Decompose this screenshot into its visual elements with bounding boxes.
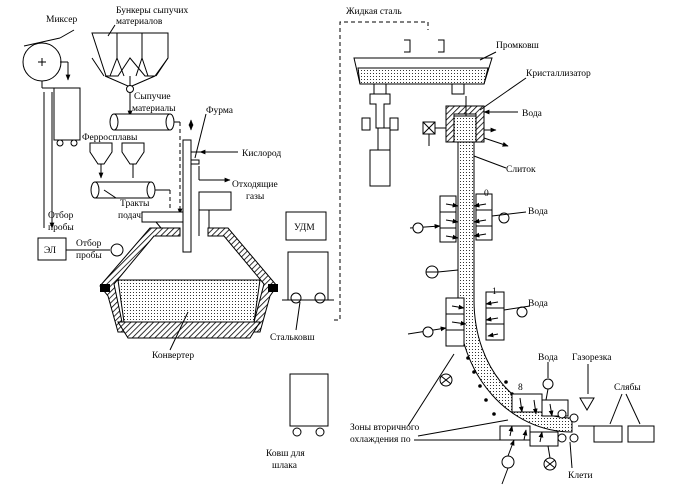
label-bulk-2: материалы	[132, 104, 176, 114]
converter-vessel	[99, 227, 278, 339]
label-liquid-steel: Жидкая сталь	[346, 7, 402, 17]
upper-conveyor	[109, 113, 183, 215]
steel-ladle-car	[282, 251, 334, 304]
label-one: 1	[492, 287, 497, 297]
label-tundish: Промковш	[496, 41, 540, 51]
bulk-bunkers	[91, 32, 169, 117]
gas-cutter	[578, 397, 595, 427]
label-el: ЭЛ	[44, 246, 57, 256]
lower-conveyor	[90, 181, 171, 208]
label-gas-cutter: Газорезка	[572, 353, 612, 363]
cooling-zone-8	[499, 378, 569, 485]
cutter-arrow-icon	[579, 397, 595, 411]
label-secondary-1: Зоны вторичного	[350, 423, 419, 433]
el-box	[37, 237, 67, 261]
stopper-mechanism	[361, 93, 399, 187]
label-stands: Клети	[568, 471, 593, 481]
label-secondary-2: охлаждения по	[350, 435, 411, 445]
label-sample-2-b: пробы	[76, 250, 102, 261]
label-eight: 8	[518, 383, 523, 393]
label-ferroalloys: Ферросплавы	[82, 133, 138, 143]
label-converter: Конвертер	[152, 351, 194, 361]
label-water-3: Вода	[528, 299, 549, 309]
sampler-icon	[110, 243, 124, 257]
label-oxygen: Кислород	[242, 149, 281, 159]
label-slag-ladles-2: шлака	[272, 461, 298, 471]
ferroalloy-ladle	[43, 87, 81, 229]
label-offgas-1: Отходящие	[232, 180, 278, 190]
label-feed-2: подачи	[118, 211, 146, 221]
label-bunkers-1: Бункеры сыпучих	[116, 6, 188, 16]
liquid-steel-route	[334, 21, 429, 321]
slab-2	[627, 425, 655, 443]
label-lance: Фурма	[206, 106, 234, 116]
feed-trough	[141, 211, 187, 223]
label-zero: 0	[484, 189, 489, 199]
oxygen-lance	[182, 119, 238, 253]
mixer	[22, 29, 75, 89]
slag-ladle-car	[289, 373, 329, 437]
udm-box	[285, 211, 327, 241]
cooling-zone-1	[407, 291, 531, 347]
label-crystallizer: Кристаллизатор	[526, 69, 591, 79]
label-feed-1: Тракты	[120, 199, 150, 209]
label-offgas-2: газы	[246, 192, 265, 202]
slab-1	[593, 425, 623, 443]
label-bulk-1: Сыпучие	[134, 92, 171, 102]
ferroalloy-hopper	[89, 142, 145, 179]
crystallizer	[422, 96, 518, 147]
label-udm: УДМ	[294, 223, 315, 233]
label-slabs: Слябы	[614, 382, 641, 393]
cooling-zone-0	[409, 193, 527, 243]
label-sample-1-a: Отбор	[48, 210, 74, 221]
withdrawal-stands	[557, 409, 579, 443]
label-ingot: Слиток	[506, 165, 536, 175]
label-sample-1-b: пробы	[48, 222, 74, 233]
tundish	[353, 57, 493, 95]
label-water-2: Вода	[528, 207, 549, 217]
label-water-1: Вода	[522, 109, 543, 119]
label-mixer: Миксер	[46, 15, 77, 25]
label-steel-ladles: Стальковш	[270, 333, 315, 343]
label-slag-ladles-1: Ковш для	[266, 449, 305, 459]
label-sample-2-a: Отбор	[76, 238, 102, 249]
pump-icon	[425, 265, 459, 279]
label-water-4: Вода	[538, 353, 559, 363]
label-bunkers-2: материалов	[116, 17, 163, 27]
cast-strand	[457, 141, 573, 433]
